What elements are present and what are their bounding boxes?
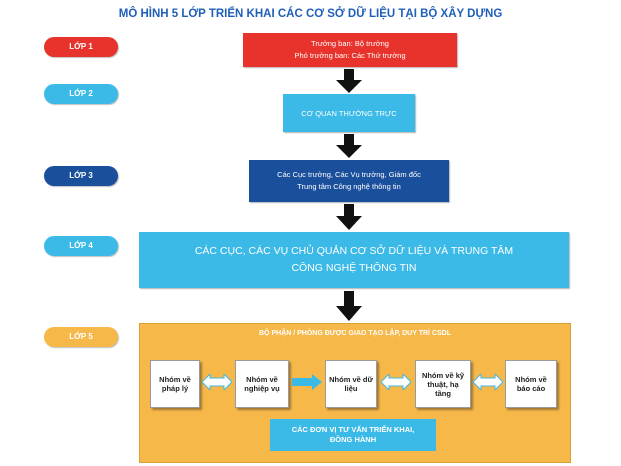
team-report-label: Nhóm về báo cáo bbox=[515, 375, 547, 393]
layer-1-line-1: Trưởng ban: Bộ trưởng bbox=[311, 39, 389, 48]
layer-4-pill: LỚP 4 bbox=[44, 236, 118, 256]
layer-1-pill: LỚP 1 bbox=[44, 37, 118, 57]
right-arrow-2 bbox=[292, 374, 322, 390]
layer-2-pill: LỚP 2 bbox=[44, 84, 118, 104]
layer-5-group: BỘ PHẬN / PHÒNG ĐƯỢC GIAO TẠO LẬP, DUY T… bbox=[139, 323, 571, 463]
layer-4-line-1: CÁC CỤC, CÁC VỤ CHỦ QUẢN CƠ SỞ DỮ LIỆU V… bbox=[194, 245, 514, 257]
team-legal-label: Nhóm về pháp lý bbox=[159, 375, 191, 393]
team-data-label: Nhóm về dữ liệu bbox=[329, 375, 373, 393]
layer-5-pill: LỚP 5 bbox=[44, 327, 118, 347]
consultant-box: CÁC ĐƠN VỊ TƯ VẤN TRIỂN KHAI, ĐỒNG HÀNH bbox=[270, 419, 436, 451]
double-arrow-1 bbox=[202, 374, 232, 390]
layer-2-box: CƠ QUAN THƯỜNG TRỰC bbox=[283, 94, 415, 132]
layer-4-line-2: CÔNG NGHỆ THÔNG TIN bbox=[291, 262, 417, 274]
team-report: Nhóm về báo cáo bbox=[505, 360, 557, 408]
layer-1-box: Trưởng ban: Bộ trưởng Phó trưởng ban: Cá… bbox=[243, 33, 457, 67]
layer-3-line-2: Trung tâm Công nghệ thông tin bbox=[297, 182, 401, 191]
layer-4-box: CÁC CỤC, CÁC VỤ CHỦ QUẢN CƠ SỞ DỮ LIỆU V… bbox=[139, 232, 569, 288]
layer-5-group-label: BỘ PHẬN / PHÒNG ĐƯỢC GIAO TẠO LẬP, DUY T… bbox=[259, 330, 451, 337]
team-business: Nhóm về nghiệp vụ bbox=[235, 360, 289, 408]
team-legal: Nhóm về pháp lý bbox=[150, 360, 200, 408]
layer-1-line-2: Phó trưởng ban: Các Thứ trưởng bbox=[294, 51, 406, 60]
down-arrow-2 bbox=[336, 134, 362, 158]
down-arrow-4 bbox=[336, 291, 362, 321]
consultant-label: CÁC ĐƠN VỊ TƯ VẤN TRIỂN KHAI, ĐỒNG HÀNH bbox=[291, 425, 415, 444]
double-arrow-3 bbox=[381, 374, 411, 390]
double-arrow-4 bbox=[473, 374, 503, 390]
team-data: Nhóm về dữ liệu bbox=[325, 360, 377, 408]
team-business-label: Nhóm về nghiệp vụ bbox=[244, 375, 280, 393]
layer-3-box: Các Cục trưởng, Các Vụ trưởng, Giám đốc … bbox=[249, 160, 449, 202]
layer-3-line-1: Các Cục trưởng, Các Vụ trưởng, Giám đốc bbox=[277, 170, 421, 179]
layer-2-label: CƠ QUAN THƯỜNG TRỰC bbox=[301, 108, 397, 118]
diagram-title: MÔ HÌNH 5 LỚP TRIỂN KHAI CÁC CƠ SỞ DỮ LI… bbox=[118, 8, 503, 20]
team-technical-label: Nhóm về kỹ thuật, hạ tầng bbox=[421, 370, 465, 398]
layer-3-pill: LỚP 3 bbox=[44, 166, 118, 186]
down-arrow-1 bbox=[336, 69, 362, 93]
team-technical: Nhóm về kỹ thuật, hạ tầng bbox=[415, 360, 471, 408]
down-arrow-3 bbox=[336, 204, 362, 230]
